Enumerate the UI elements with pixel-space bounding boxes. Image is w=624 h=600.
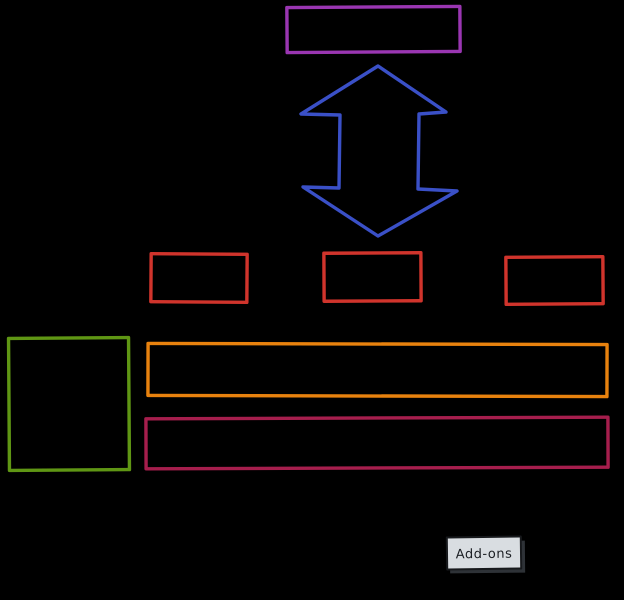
red-box-1[interactable] xyxy=(149,251,249,305)
top-box[interactable] xyxy=(285,4,462,55)
orange-bar[interactable] xyxy=(146,341,609,399)
crimson-bar[interactable] xyxy=(144,415,610,471)
addons-note-card xyxy=(445,535,523,571)
green-box[interactable] xyxy=(6,335,132,473)
red-box-2[interactable] xyxy=(322,251,423,303)
addons-note[interactable]: Add-ons xyxy=(445,535,526,574)
red-box-3[interactable] xyxy=(504,254,605,307)
double-arrow[interactable] xyxy=(299,64,459,238)
addons-note-label: Add-ons xyxy=(456,547,513,563)
